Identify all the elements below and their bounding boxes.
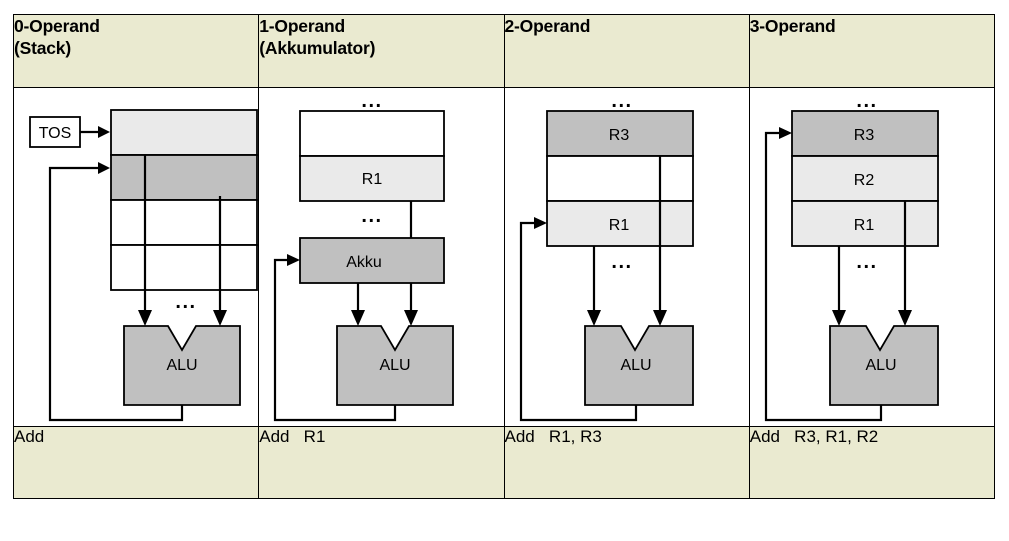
register-operand-arrow-right bbox=[652, 310, 667, 326]
register-operand-arrow-right bbox=[404, 310, 419, 326]
instruction-text-3-operand: Add R3, R1, R2 bbox=[749, 427, 879, 446]
register-cell-1-label: R1 bbox=[362, 171, 383, 188]
stack-ellipsis-below: ... bbox=[175, 291, 196, 313]
register-cell-0-label: R3 bbox=[854, 127, 875, 144]
alu-label: ALU bbox=[620, 357, 651, 374]
register-cell-0 bbox=[299, 110, 446, 157]
header-cell-2-operand: 2-Operand bbox=[503, 14, 750, 88]
stack-operand-arrow-right bbox=[213, 310, 227, 326]
two-operand-machine-diagram: ... R3 R1 ... ALU bbox=[519, 90, 694, 422]
alu-result-feedback-path bbox=[519, 221, 637, 422]
tos-pointer-box bbox=[29, 116, 81, 148]
stack-cell-0 bbox=[110, 109, 258, 156]
header-cell-1-operand: 1-Operand (Akkumulator) bbox=[258, 14, 505, 88]
diagram-cell-2-operand: ... R3 R1 ... ALU bbox=[503, 87, 750, 427]
alu-result-feedback-arrow bbox=[778, 127, 792, 139]
header-0-operand-line2: (Stack) bbox=[14, 38, 71, 59]
register-ellipsis-below: ... bbox=[611, 251, 632, 273]
alu-label: ALU bbox=[166, 357, 197, 374]
table-diagram-row: TOS ... bbox=[12, 87, 996, 427]
register-cell-2 bbox=[790, 200, 939, 247]
operand-formats-table: 0-Operand (Stack) 1-Operand (Akkumulator… bbox=[12, 14, 996, 499]
accumulator-operand-arrow-left bbox=[351, 310, 366, 326]
alu-result-feedback-arrow bbox=[533, 217, 547, 229]
diagram-cell-3-operand: ... R3 R2 R1 ... ALU bbox=[748, 87, 996, 427]
register-ellipsis-above: ... bbox=[362, 90, 383, 112]
alu-shape bbox=[828, 325, 939, 406]
header-cell-3-operand: 3-Operand bbox=[748, 14, 996, 88]
diagram-cell-0-operand: TOS ... bbox=[12, 87, 260, 427]
alu-result-feedback-path bbox=[764, 131, 882, 422]
instruction-text-2-operand: Add R1, R3 bbox=[504, 427, 602, 446]
instruction-cell-3-operand: Add R3, R1, R2 bbox=[748, 426, 996, 499]
register-cell-2-label: R1 bbox=[608, 217, 629, 234]
accumulator-machine-diagram: ... R1 ... Akku bbox=[274, 90, 455, 422]
instruction-cell-0-operand: Add bbox=[12, 426, 260, 499]
register-cell-2 bbox=[545, 200, 694, 247]
register-cell-1 bbox=[299, 155, 446, 202]
header-3-operand-line1: 3-Operand bbox=[749, 16, 836, 36]
alu-result-feedback-path bbox=[48, 166, 184, 422]
alu-label: ALU bbox=[380, 357, 411, 374]
header-1-operand-line1: 1-Operand bbox=[259, 16, 345, 36]
table-header-row: 0-Operand (Stack) 1-Operand (Akkumulator… bbox=[12, 14, 996, 88]
register-ellipsis-above: ... bbox=[611, 90, 632, 112]
alu-shape bbox=[123, 325, 241, 406]
register-cell-0 bbox=[790, 110, 939, 157]
instruction-text-0-operand: Add bbox=[14, 427, 45, 446]
tos-arrow-head bbox=[98, 126, 110, 138]
header-0-operand-line1: 0-Operand bbox=[14, 16, 100, 36]
alu-result-feedback-arrow bbox=[287, 254, 301, 266]
register-cell-0 bbox=[545, 110, 694, 157]
instruction-cell-1-operand: Add R1 bbox=[258, 426, 505, 499]
stack-cell-2 bbox=[110, 199, 258, 246]
alu-label: ALU bbox=[865, 357, 896, 374]
stack-operand-arrow-left bbox=[138, 310, 152, 326]
register-operand-arrow-left bbox=[586, 310, 601, 326]
alu-shape bbox=[583, 325, 694, 406]
instruction-text-1-operand: Add R1 bbox=[259, 427, 326, 446]
alu-result-feedback-path bbox=[274, 258, 397, 422]
register-cell-1 bbox=[790, 155, 939, 202]
register-ellipsis-below: ... bbox=[362, 205, 383, 227]
accumulator-box bbox=[299, 237, 446, 284]
alu-shape bbox=[336, 325, 455, 406]
register-cell-0-label: R3 bbox=[608, 127, 629, 144]
stack-machine-diagram: TOS ... bbox=[29, 109, 258, 422]
header-cell-0-operand: 0-Operand (Stack) bbox=[12, 14, 260, 88]
register-cell-2-label: R1 bbox=[854, 217, 875, 234]
stack-cell-1 bbox=[110, 154, 258, 201]
alu-result-feedback-arrow bbox=[98, 162, 110, 174]
register-cell-1 bbox=[545, 155, 694, 202]
diagram-cell-1-operand: ... R1 ... Akku bbox=[258, 87, 505, 427]
stack-cell-3 bbox=[110, 244, 258, 291]
register-cell-1-label: R2 bbox=[854, 172, 875, 189]
header-1-operand-line2: (Akkumulator) bbox=[259, 38, 376, 59]
table-instruction-row: Add Add R1 Add R1, R3 Add R3, R1, R2 bbox=[12, 426, 996, 499]
header-2-operand-line1: 2-Operand bbox=[504, 16, 591, 36]
register-operand-arrow-right bbox=[897, 310, 912, 326]
three-operand-machine-diagram: ... R3 R2 R1 ... ALU bbox=[764, 90, 939, 422]
instruction-cell-2-operand: Add R1, R3 bbox=[503, 426, 750, 499]
register-ellipsis-above: ... bbox=[856, 90, 877, 112]
tos-pointer-label: TOS bbox=[39, 125, 72, 142]
register-operand-arrow-left bbox=[831, 310, 846, 326]
accumulator-label: Akku bbox=[346, 254, 382, 271]
register-ellipsis-below: ... bbox=[856, 251, 877, 273]
